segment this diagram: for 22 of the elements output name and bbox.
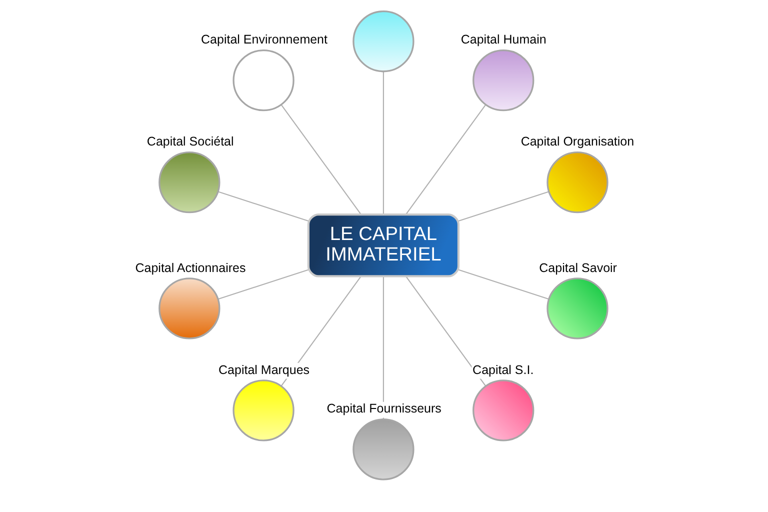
connector bbox=[217, 269, 308, 300]
node-label: Capital Sociétal bbox=[146, 134, 234, 149]
node-circle bbox=[158, 278, 220, 340]
node-circle bbox=[352, 10, 414, 72]
connector bbox=[405, 104, 486, 215]
node-circle bbox=[158, 152, 220, 214]
node-label: Capital Environnement bbox=[200, 32, 327, 47]
node-label: Capital Savoir bbox=[538, 260, 616, 275]
node-circle bbox=[546, 152, 608, 214]
node-circle bbox=[546, 278, 608, 340]
connector bbox=[382, 72, 384, 214]
connector bbox=[405, 276, 486, 386]
node-label: Capital Humain bbox=[460, 32, 546, 47]
connector bbox=[280, 104, 361, 215]
connector bbox=[217, 191, 308, 222]
node-box: LE CAPITAL IMMATERIEL bbox=[306, 214, 459, 278]
node-label: Capital Organisation bbox=[520, 134, 634, 149]
node-label: Capital Actionnaires bbox=[134, 260, 246, 275]
node-circle bbox=[472, 49, 534, 112]
node-circle bbox=[232, 49, 294, 112]
connector bbox=[458, 191, 549, 222]
connector bbox=[458, 269, 549, 300]
